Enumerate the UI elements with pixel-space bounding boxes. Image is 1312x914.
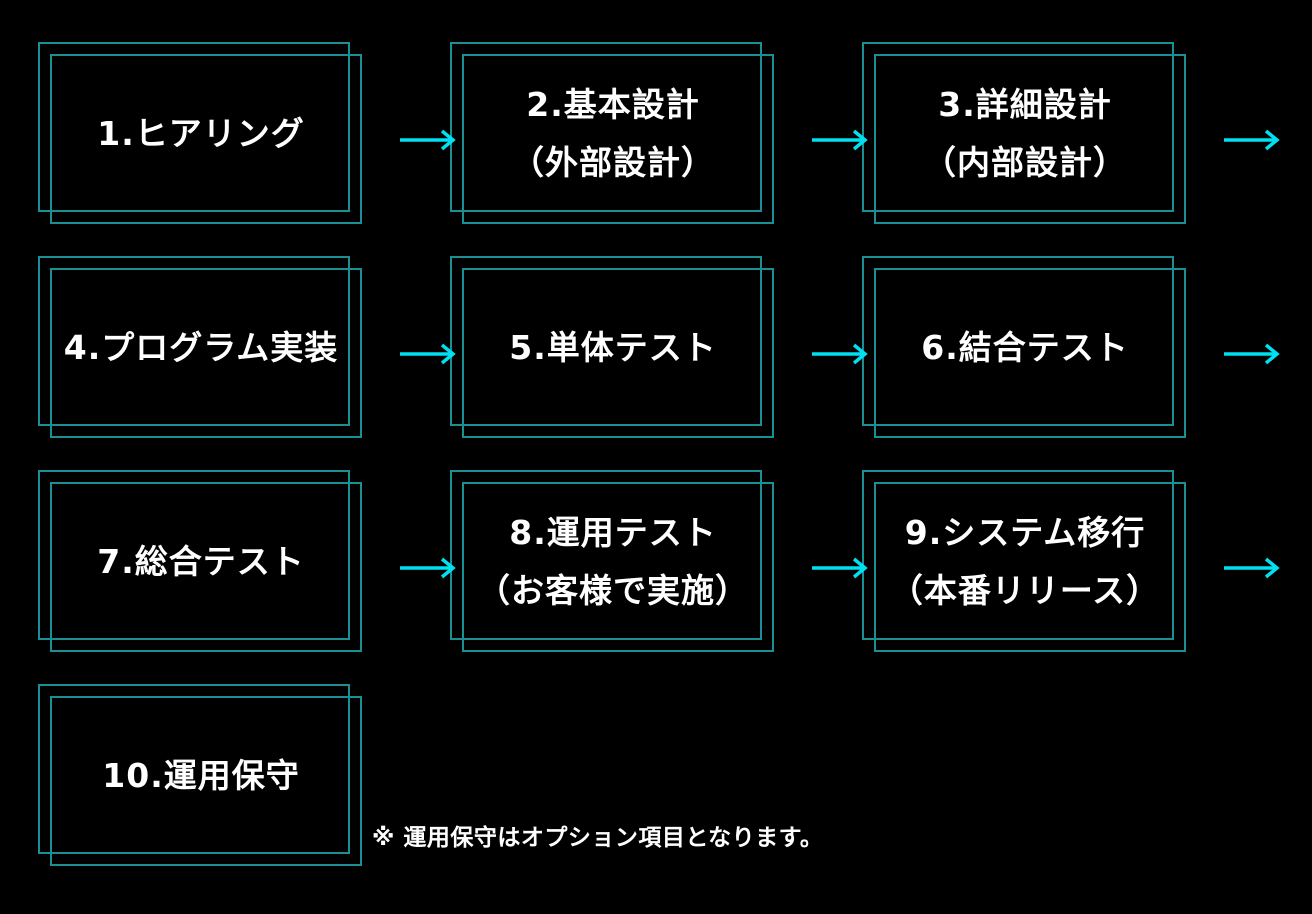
step-label: 10.運用保守 xyxy=(38,684,364,868)
step-label: 6.結合テスト xyxy=(862,256,1188,440)
step-box-6: 6.結合テスト xyxy=(862,256,1188,440)
step-frame-front xyxy=(462,482,774,652)
step-box-2: 2.基本設計 （外部設計） xyxy=(450,42,776,226)
step-title: 6.結合テスト xyxy=(921,328,1129,367)
step-frame-front xyxy=(50,54,362,224)
step-subtitle: （本番リリース） xyxy=(889,571,1161,610)
right-arrow-icon xyxy=(812,129,868,151)
step-box-4: 4.プログラム実装 xyxy=(38,256,364,440)
step-frame-front xyxy=(50,482,362,652)
right-arrow-icon xyxy=(400,129,456,151)
step-box-7: 7.総合テスト xyxy=(38,470,364,654)
step-frame-back xyxy=(862,42,1174,212)
step-subtitle: （内部設計） xyxy=(923,143,1127,182)
step-subtitle: （外部設計） xyxy=(511,143,715,182)
step-title: 8.運用テスト xyxy=(509,513,717,552)
step-label: 7.総合テスト xyxy=(38,470,364,654)
step-box-1: 1.ヒアリング xyxy=(38,42,364,226)
step-frame-back xyxy=(38,470,350,640)
step-subtitle: （お客様で実施） xyxy=(477,571,749,610)
step-box-5: 5.単体テスト xyxy=(450,256,776,440)
step-frame-back xyxy=(450,256,762,426)
step-frame-back xyxy=(450,470,762,640)
step-frame-back xyxy=(862,470,1174,640)
step-frame-front xyxy=(874,482,1186,652)
step-title: 9.システム移行 xyxy=(904,513,1146,552)
step-frame-front xyxy=(50,696,362,866)
option-footnote: ※ 運用保守はオプション項目となります。 xyxy=(372,825,824,851)
step-label: 9.システム移行 （本番リリース） xyxy=(862,470,1188,654)
right-arrow-icon xyxy=(1224,343,1280,365)
step-label: 1.ヒアリング xyxy=(38,42,364,226)
right-arrow-icon xyxy=(1224,557,1280,579)
step-frame-back xyxy=(38,684,350,854)
step-title: 7.総合テスト xyxy=(97,542,305,581)
step-box-8: 8.運用テスト （お客様で実施） xyxy=(450,470,776,654)
right-arrow-icon xyxy=(812,557,868,579)
step-frame-front xyxy=(50,268,362,438)
step-frame-back xyxy=(450,42,762,212)
step-title: 5.単体テスト xyxy=(509,328,717,367)
step-label: 5.単体テスト xyxy=(450,256,776,440)
right-arrow-icon xyxy=(812,343,868,365)
step-frame-front xyxy=(462,268,774,438)
step-label: 3.詳細設計 （内部設計） xyxy=(862,42,1188,226)
step-frame-front xyxy=(462,54,774,224)
step-box-9: 9.システム移行 （本番リリース） xyxy=(862,470,1188,654)
step-frame-back xyxy=(38,42,350,212)
right-arrow-icon xyxy=(1224,129,1280,151)
step-label: 4.プログラム実装 xyxy=(38,256,364,440)
right-arrow-icon xyxy=(400,343,456,365)
step-box-3: 3.詳細設計 （内部設計） xyxy=(862,42,1188,226)
step-label: 8.運用テスト （お客様で実施） xyxy=(450,470,776,654)
step-title: 1.ヒアリング xyxy=(97,114,305,153)
step-frame-back xyxy=(862,256,1174,426)
step-frame-front xyxy=(874,54,1186,224)
right-arrow-icon xyxy=(400,557,456,579)
step-title: 2.基本設計 xyxy=(526,85,700,124)
step-title: 4.プログラム実装 xyxy=(63,328,339,367)
step-frame-back xyxy=(38,256,350,426)
step-title: 3.詳細設計 xyxy=(938,85,1112,124)
step-frame-front xyxy=(874,268,1186,438)
step-label: 2.基本設計 （外部設計） xyxy=(450,42,776,226)
step-box-10: 10.運用保守 xyxy=(38,684,364,868)
step-title: 10.運用保守 xyxy=(102,756,300,795)
